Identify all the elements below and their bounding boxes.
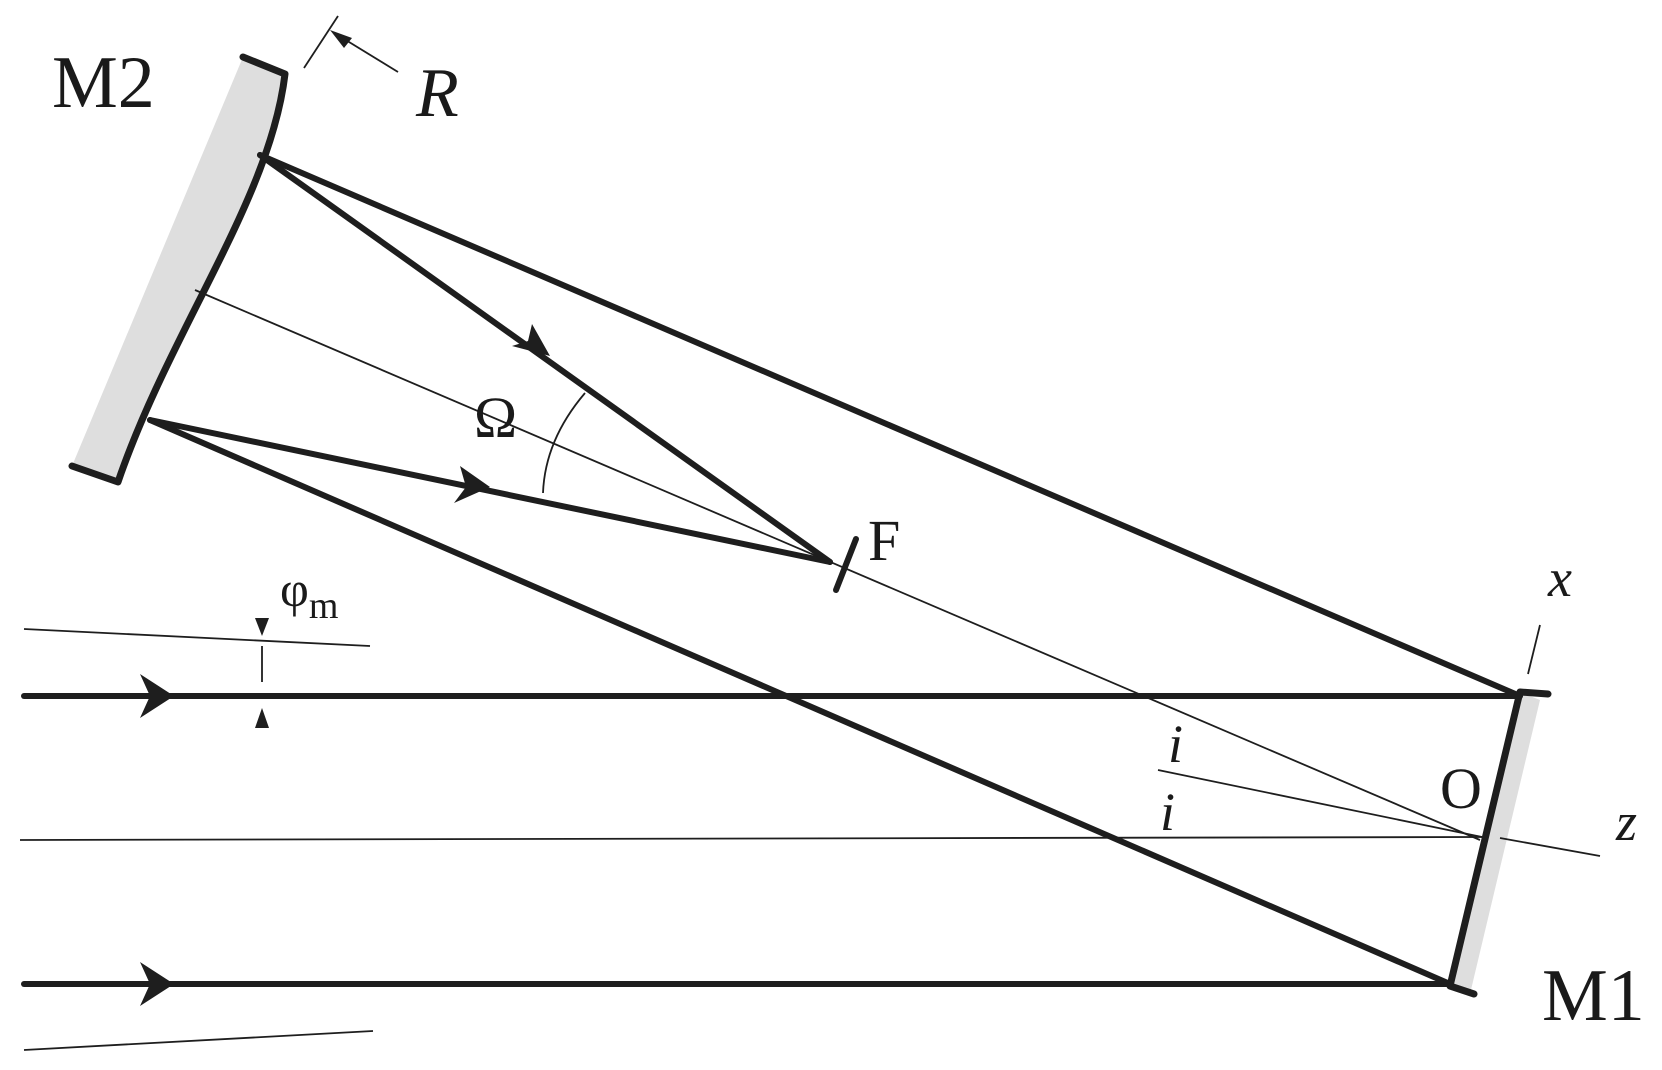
ray-arrowheads — [140, 324, 550, 1006]
label-radius: R — [415, 55, 459, 132]
phi-arrowhead-top — [255, 618, 269, 636]
label-m1: M1 — [1542, 955, 1645, 1037]
label-solid-angle: Ω — [474, 385, 517, 450]
field-ray-lower — [23, 1030, 374, 1051]
r-arrowhead — [330, 30, 352, 48]
reflected-ray-lower — [147, 417, 1453, 987]
arrowhead-focus-upper — [512, 324, 550, 356]
mirror-m2-surface — [68, 53, 289, 486]
mirror-m2 — [68, 53, 289, 486]
light-rays — [21, 152, 1523, 987]
label-z-axis: z — [1615, 792, 1637, 852]
incidence-line — [1157, 769, 1483, 838]
label-m2: M2 — [52, 42, 155, 124]
focus-ray-lower — [147, 417, 833, 565]
mirror-m1 — [1446, 688, 1552, 998]
label-incidence-upper: i — [1168, 714, 1183, 774]
arrowhead-focus-lower — [454, 466, 490, 503]
mirror-m1-surface — [1446, 688, 1552, 998]
field-angle-subscript: m — [309, 585, 339, 627]
focal-plane-mark — [833, 536, 859, 593]
arrowhead-incoming-upper — [140, 674, 174, 718]
field-angle-symbol: φ — [280, 561, 309, 617]
system-axis — [19, 836, 1483, 841]
phi-arrowhead-bottom — [255, 708, 269, 728]
x-axis-line — [1527, 624, 1541, 675]
z-axis-line — [1499, 837, 1601, 857]
reflected-ray-upper — [257, 152, 1523, 699]
m2-optical-axis — [194, 289, 1481, 841]
label-x-axis: x — [1547, 548, 1572, 608]
label-incidence-lower: i — [1160, 782, 1175, 842]
label-origin: O — [1440, 756, 1482, 821]
label-focus: F — [868, 508, 900, 573]
field-ray-upper — [23, 628, 371, 647]
label-field-angle: φm — [280, 561, 338, 627]
focus-ray-upper — [257, 152, 833, 565]
construction-lines — [19, 15, 1601, 1051]
arrowhead-incoming-lower — [140, 962, 174, 1006]
r-leader-line — [303, 15, 339, 69]
mirror-m1-body — [1450, 692, 1540, 994]
omega-arc — [542, 392, 586, 494]
mirror-m2-body — [72, 57, 285, 482]
